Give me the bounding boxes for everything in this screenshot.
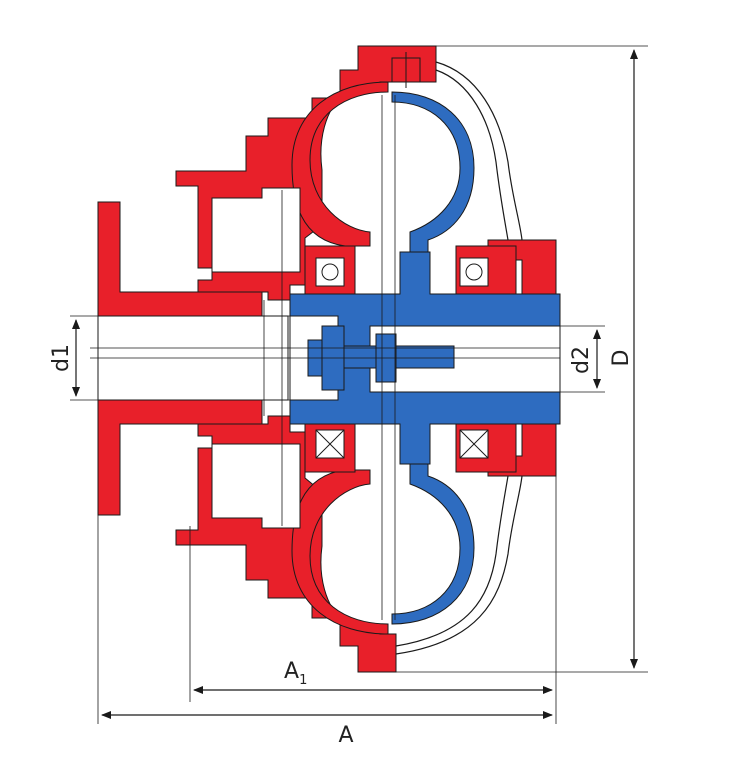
label-A1: A1 (284, 659, 307, 688)
bearing-marks (315, 52, 489, 459)
label-D: D (609, 350, 634, 367)
turbine-bowl-lower (391, 463, 475, 625)
dimension-lines (72, 49, 638, 719)
pump-shell-lower (291, 469, 389, 635)
label-d1: d1 (49, 344, 74, 372)
dimension-labels: d1 d2 D A1 A (49, 344, 634, 748)
pump-shell-upper (291, 81, 389, 247)
label-d2: d2 (569, 346, 594, 374)
label-A1-main: A (284, 659, 299, 684)
construction-lines (70, 45, 648, 724)
bearing-ul (315, 257, 345, 287)
cavity-lower (211, 443, 301, 529)
outer-shell (395, 61, 523, 655)
bearing-ur (459, 257, 489, 287)
label-A: A (338, 723, 353, 748)
label-A1-sub: 1 (299, 673, 307, 688)
drawing: d1 d2 D A1 A (49, 45, 648, 748)
turbine-bowl-upper (391, 91, 475, 253)
cavity-upper (211, 187, 301, 273)
